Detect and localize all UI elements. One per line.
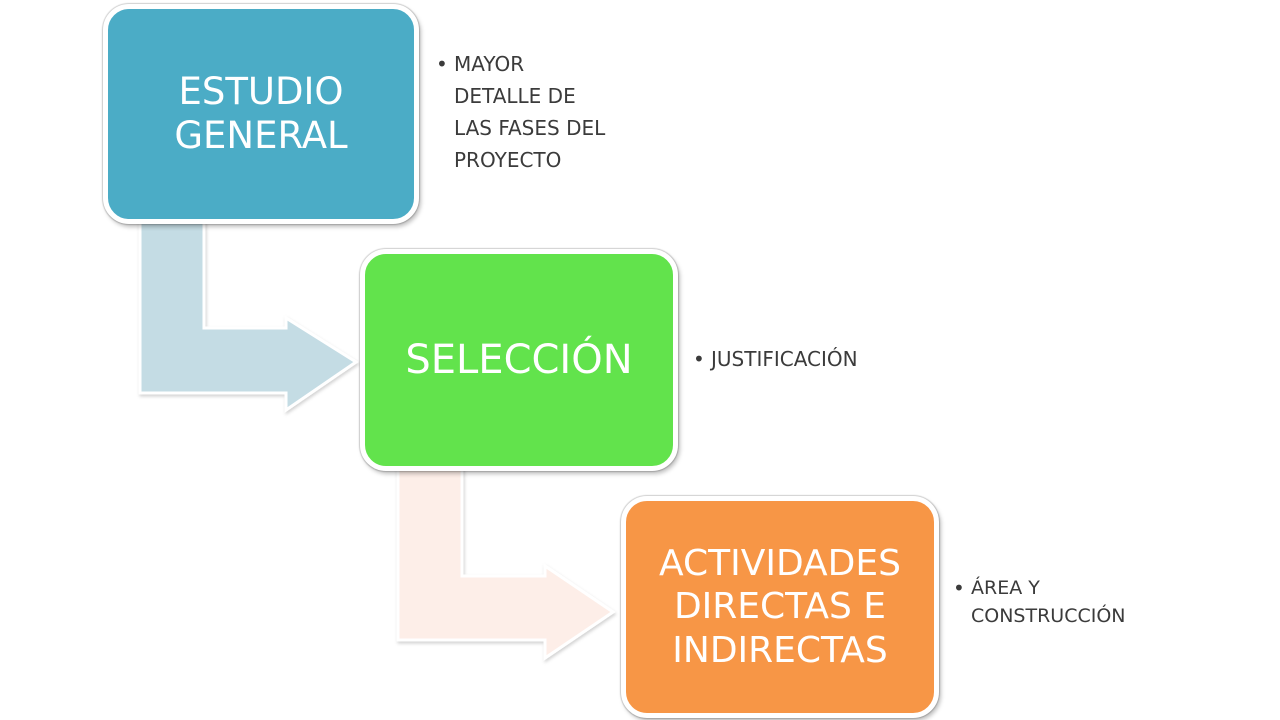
step-detail-2: • JUSTIFICACIÓN	[693, 343, 953, 375]
step-detail-text: JUSTIFICACIÓN	[711, 347, 858, 371]
bullet-dot: •	[436, 52, 448, 76]
step-detail-1: • MAYOR DETALLE DE LAS FASES DEL PROYECT…	[436, 48, 656, 176]
step-box-actividades: ACTIVIDADES DIRECTAS E INDIRECTAS	[621, 496, 939, 718]
bullet-dot: •	[693, 347, 705, 371]
step-detail-text: ÁREA Y CONSTRUCCIÓN	[971, 577, 1126, 627]
connector-arrow-2	[396, 466, 616, 661]
step-title: ESTUDIO GENERAL	[174, 69, 348, 157]
step-detail-3: • ÁREA Y CONSTRUCCIÓN	[953, 574, 1193, 630]
step-title: SELECCIÓN	[405, 337, 633, 383]
bullet-dot: •	[953, 576, 965, 600]
step-box-seleccion: SELECCIÓN	[360, 249, 678, 471]
step-box-estudio-general: ESTUDIO GENERAL	[103, 4, 419, 224]
step-title: ACTIVIDADES DIRECTAS E INDIRECTAS	[658, 543, 901, 671]
step-detail-text: MAYOR DETALLE DE LAS FASES DEL PROYECTO	[454, 52, 606, 172]
connector-arrow-1	[138, 220, 359, 413]
